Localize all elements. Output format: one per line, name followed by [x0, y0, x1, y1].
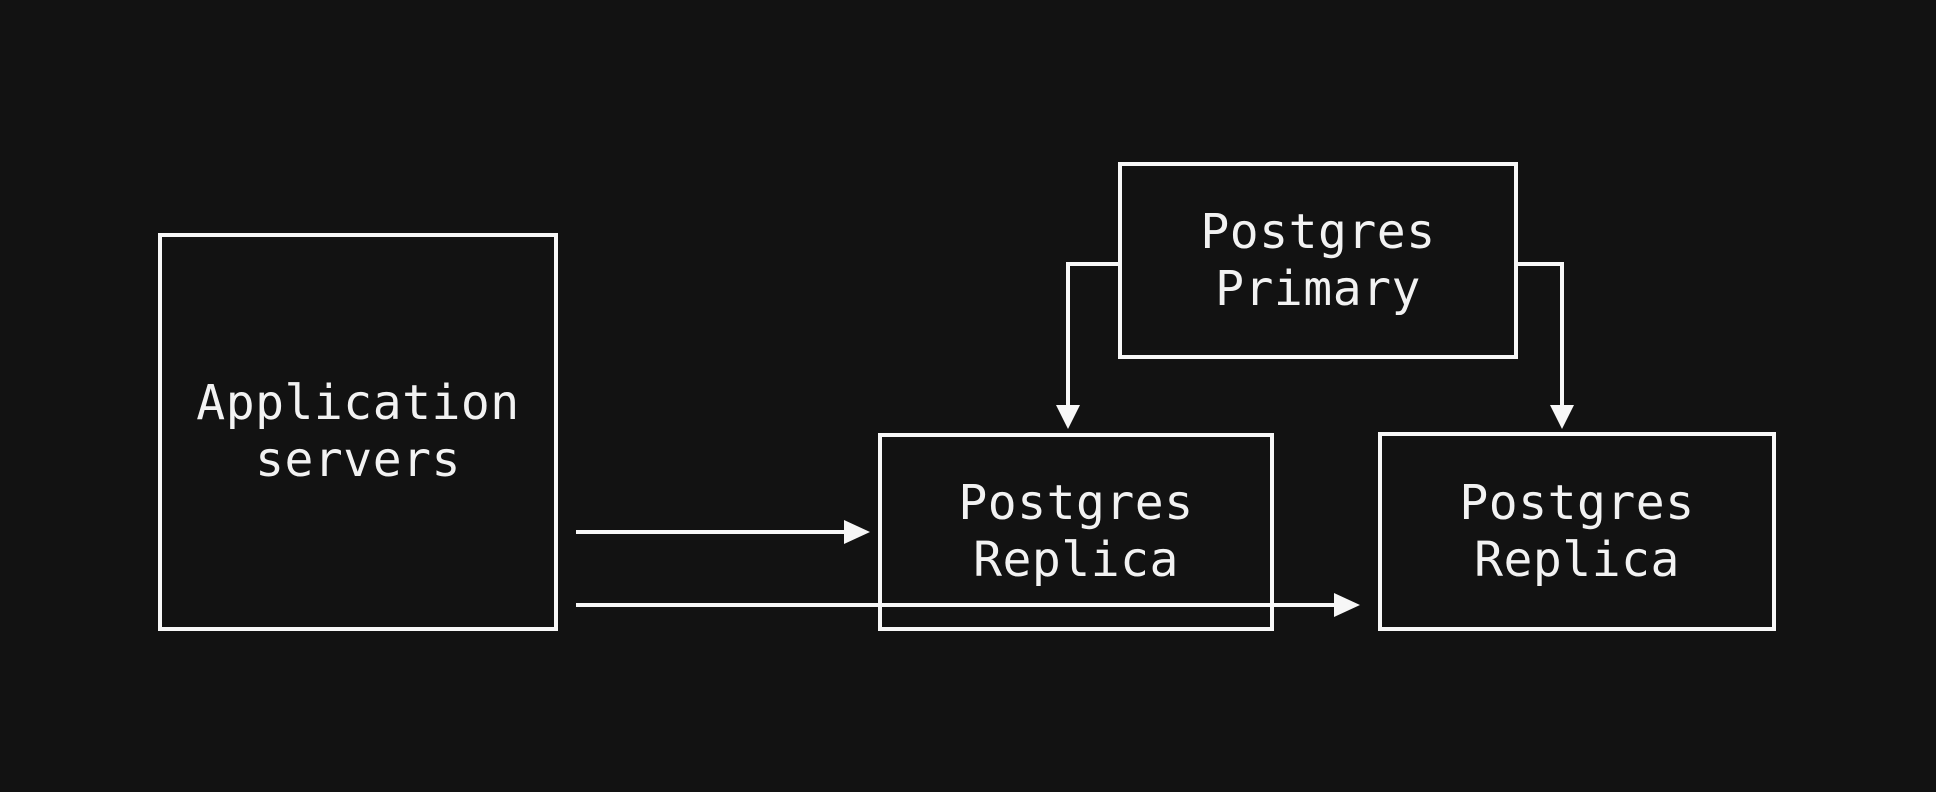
arrowhead-icon	[1056, 405, 1080, 429]
node-postgres-replica-left: Postgres Replica	[878, 433, 1274, 631]
arrowhead-icon	[1334, 593, 1360, 617]
arrow-primary-to-replica-right	[1517, 262, 1574, 429]
node-label: Postgres Replica	[1459, 474, 1695, 588]
arrowhead-icon	[844, 520, 870, 544]
arrow-app-to-replica-left	[576, 520, 870, 544]
node-label: Postgres Primary	[1200, 203, 1436, 317]
node-application-servers: Application servers	[158, 233, 558, 631]
node-postgres-replica-right: Postgres Replica	[1378, 432, 1776, 631]
node-postgres-primary: Postgres Primary	[1118, 162, 1518, 359]
arrow-shaft	[1066, 262, 1118, 407]
node-label: Postgres Replica	[958, 475, 1194, 588]
arrow-primary-to-replica-left	[1056, 262, 1118, 429]
arrowhead-icon	[1550, 405, 1574, 429]
arrow-shaft	[1517, 262, 1564, 407]
node-label: Application servers	[196, 375, 520, 488]
